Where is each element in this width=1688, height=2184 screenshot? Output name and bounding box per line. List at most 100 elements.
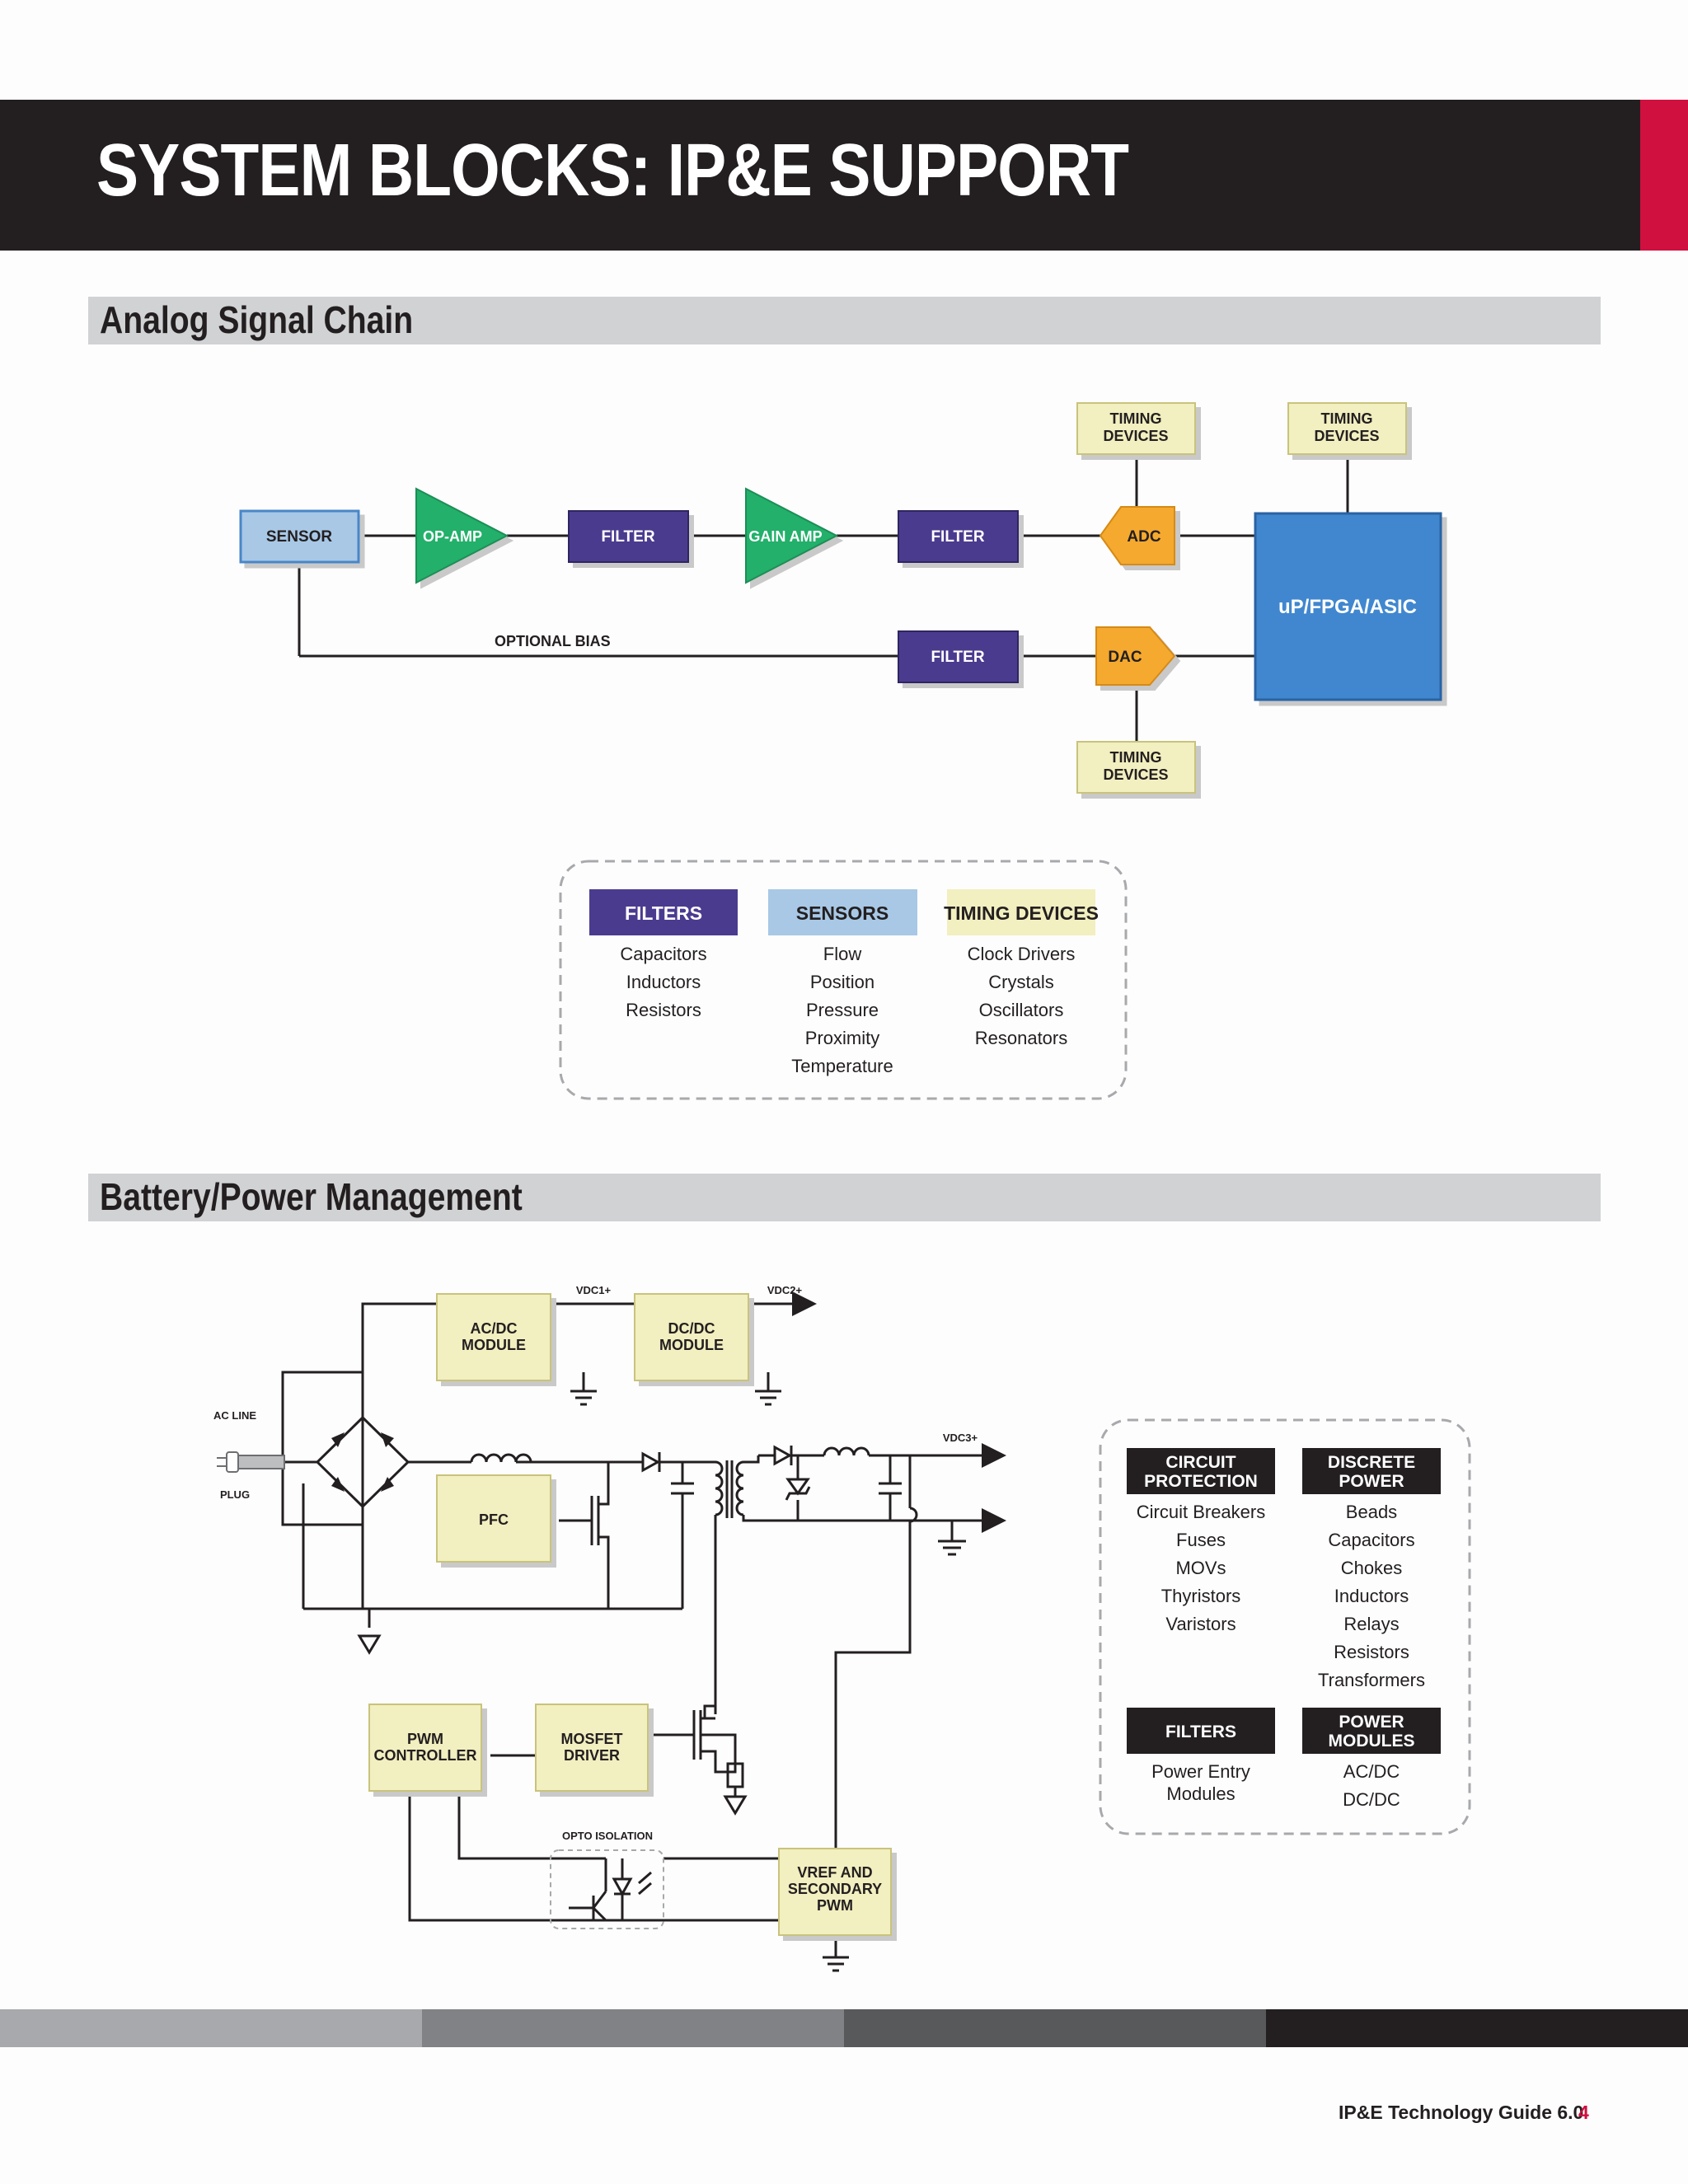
ac-line-label: AC LINE (213, 1409, 256, 1422)
opto-isolation-label: OPTO ISOLATION (562, 1830, 653, 1842)
legend-power-modules: POWER MODULES AC/DC DC/DC (1302, 1708, 1441, 1810)
power-legend: CIRCUIT PROTECTION Circuit Breakers Fuse… (1099, 1418, 1471, 1835)
dac-block: DAC (1095, 626, 1176, 686)
timing-devices-block-c: TIMING DEVICES (1076, 741, 1196, 794)
svg-text:MOVs: MOVs (1175, 1558, 1226, 1578)
svg-text:Clock Drivers: Clock Drivers (968, 944, 1076, 964)
power-blocks: AC/DC MODULE DC/DC MODULE PFC PWM CONTRO… (213, 1284, 978, 1936)
svg-text:Resonators: Resonators (975, 1028, 1068, 1048)
svg-text:DC/DC: DC/DC (1343, 1789, 1400, 1810)
ground-symbol (723, 1795, 748, 1816)
svg-text:Thyristors: Thyristors (1161, 1586, 1241, 1606)
svg-text:uP/FPGA/ASIC: uP/FPGA/ASIC (1278, 596, 1417, 618)
wire (281, 1371, 363, 1462)
svg-text:FILTER: FILTER (931, 528, 984, 546)
svg-text:Oscillators: Oscillators (979, 1000, 1064, 1020)
svg-text:DC/DC: DC/DC (668, 1320, 715, 1337)
svg-text:MODULES: MODULES (1329, 1732, 1415, 1750)
svg-text:MODULE: MODULE (659, 1337, 724, 1353)
timing-devices-block-b: TIMING DEVICES (1287, 402, 1407, 455)
pfc-block: PFC (436, 1474, 551, 1563)
wire (281, 1462, 363, 1526)
svg-text:Position: Position (810, 972, 874, 992)
svg-text:SECONDARY: SECONDARY (788, 1881, 882, 1897)
transformer-primary (715, 1460, 724, 1516)
plug-icon (217, 1451, 285, 1473)
inductor (470, 1453, 532, 1463)
analog-section-title: Analog Signal Chain (100, 298, 414, 341)
gain-amp-triangle: GAIN AMP (745, 487, 839, 584)
svg-text:Resistors: Resistors (626, 1000, 701, 1020)
acdc-module-block: AC/DC MODULE (436, 1293, 551, 1381)
svg-text:PFC: PFC (479, 1511, 509, 1528)
op-amp-triangle: OP-AMP (415, 487, 509, 584)
processor-block: uP/FPGA/ASIC (1254, 512, 1442, 701)
svg-text:DISCRETE: DISCRETE (1328, 1453, 1415, 1472)
legend-discrete-power: DISCRETE POWER Beads Capacitors Chokes I… (1302, 1448, 1441, 1690)
opto-isolation-box (550, 1849, 664, 1929)
svg-text:GAIN AMP: GAIN AMP (748, 528, 822, 545)
header-accent-bar (1640, 100, 1688, 251)
wire (361, 1302, 437, 1483)
legend-sensors: SENSORS Flow Position Pressure Proximity… (768, 889, 917, 1076)
sensor-block: SENSOR (239, 509, 360, 564)
svg-text:DRIVER: DRIVER (564, 1747, 620, 1764)
legend-power-filters: FILTERS Power Entry Modules (1127, 1708, 1275, 1804)
svg-text:PROTECTION: PROTECTION (1144, 1472, 1258, 1491)
filter-block-3: FILTER (898, 630, 1019, 683)
svg-text:VREF AND: VREF AND (797, 1864, 872, 1881)
svg-text:FILTERS: FILTERS (1165, 1722, 1236, 1741)
svg-text:Resistors: Resistors (1334, 1642, 1409, 1662)
svg-text:MOSFET: MOSFET (561, 1731, 623, 1747)
svg-text:TIMING: TIMING (1110, 749, 1162, 766)
svg-text:Modules: Modules (1166, 1783, 1235, 1804)
svg-text:ADC: ADC (1127, 528, 1160, 546)
filter-block-2: FILTER (898, 510, 1019, 563)
svg-text:Crystals: Crystals (988, 972, 1053, 992)
vdc1-label: VDC1+ (576, 1284, 612, 1296)
svg-text:Fuses: Fuses (1176, 1530, 1226, 1550)
svg-text:SENSORS: SENSORS (796, 902, 889, 924)
transformer-secondary (735, 1460, 744, 1516)
power-section-title: Battery/Power Management (100, 1175, 523, 1218)
svg-text:TIMING DEVICES: TIMING DEVICES (944, 902, 1099, 924)
svg-text:Capacitors: Capacitors (1328, 1530, 1414, 1550)
analog-section-bar (88, 297, 1601, 344)
svg-text:AC/DC: AC/DC (471, 1320, 518, 1337)
pwm-controller-block: PWM CONTROLLER (368, 1704, 482, 1792)
power-section-bar (88, 1174, 1601, 1221)
svg-text:SENSOR: SENSOR (266, 528, 333, 546)
plug-label: PLUG (220, 1488, 250, 1501)
footer-text: IP&E Technology Guide 6.0 (1339, 2102, 1584, 2123)
svg-text:Beads: Beads (1346, 1502, 1397, 1522)
svg-text:TIMING: TIMING (1321, 410, 1373, 427)
svg-text:OP-AMP: OP-AMP (423, 528, 482, 545)
legend-circuit-protection: CIRCUIT PROTECTION Circuit Breakers Fuse… (1127, 1448, 1275, 1634)
legend-filters: FILTERS Capacitors Inductors Resistors (589, 889, 738, 1020)
adc-block: ADC (1099, 506, 1175, 565)
svg-text:PWM: PWM (817, 1897, 853, 1914)
diode-symbols (641, 1445, 811, 1501)
filter-block-1: FILTER (568, 510, 689, 563)
analog-legend: FILTERS Capacitors Inductors Resistors S… (559, 860, 1128, 1100)
svg-text:DEVICES: DEVICES (1103, 428, 1168, 444)
svg-text:Power Entry: Power Entry (1151, 1761, 1250, 1782)
analog-blocks: SENSOR OP-AMP FILTER GAIN AMP FILTER ADC… (239, 402, 1442, 794)
vdc3-label: VDC3+ (943, 1432, 978, 1444)
mosfet-driver-block: MOSFET DRIVER (535, 1704, 649, 1792)
svg-text:Inductors: Inductors (1334, 1586, 1409, 1606)
svg-text:DEVICES: DEVICES (1103, 766, 1168, 783)
svg-text:Chokes: Chokes (1341, 1558, 1403, 1578)
footer-stripe (0, 2009, 1688, 2047)
svg-text:FILTER: FILTER (601, 528, 654, 546)
svg-text:Inductors: Inductors (626, 972, 701, 992)
svg-text:DAC: DAC (1108, 649, 1142, 666)
svg-text:Transformers: Transformers (1318, 1670, 1425, 1690)
page-number: 4 (1578, 2102, 1589, 2123)
page-title: SYSTEM BLOCKS: IP&E SUPPORT (96, 129, 1129, 212)
vdc2-label: VDC2+ (767, 1284, 803, 1296)
optional-bias-label: OPTIONAL BIAS (495, 633, 611, 649)
dcdc-module-block: DC/DC MODULE (634, 1293, 749, 1381)
svg-text:AC/DC: AC/DC (1343, 1761, 1400, 1782)
